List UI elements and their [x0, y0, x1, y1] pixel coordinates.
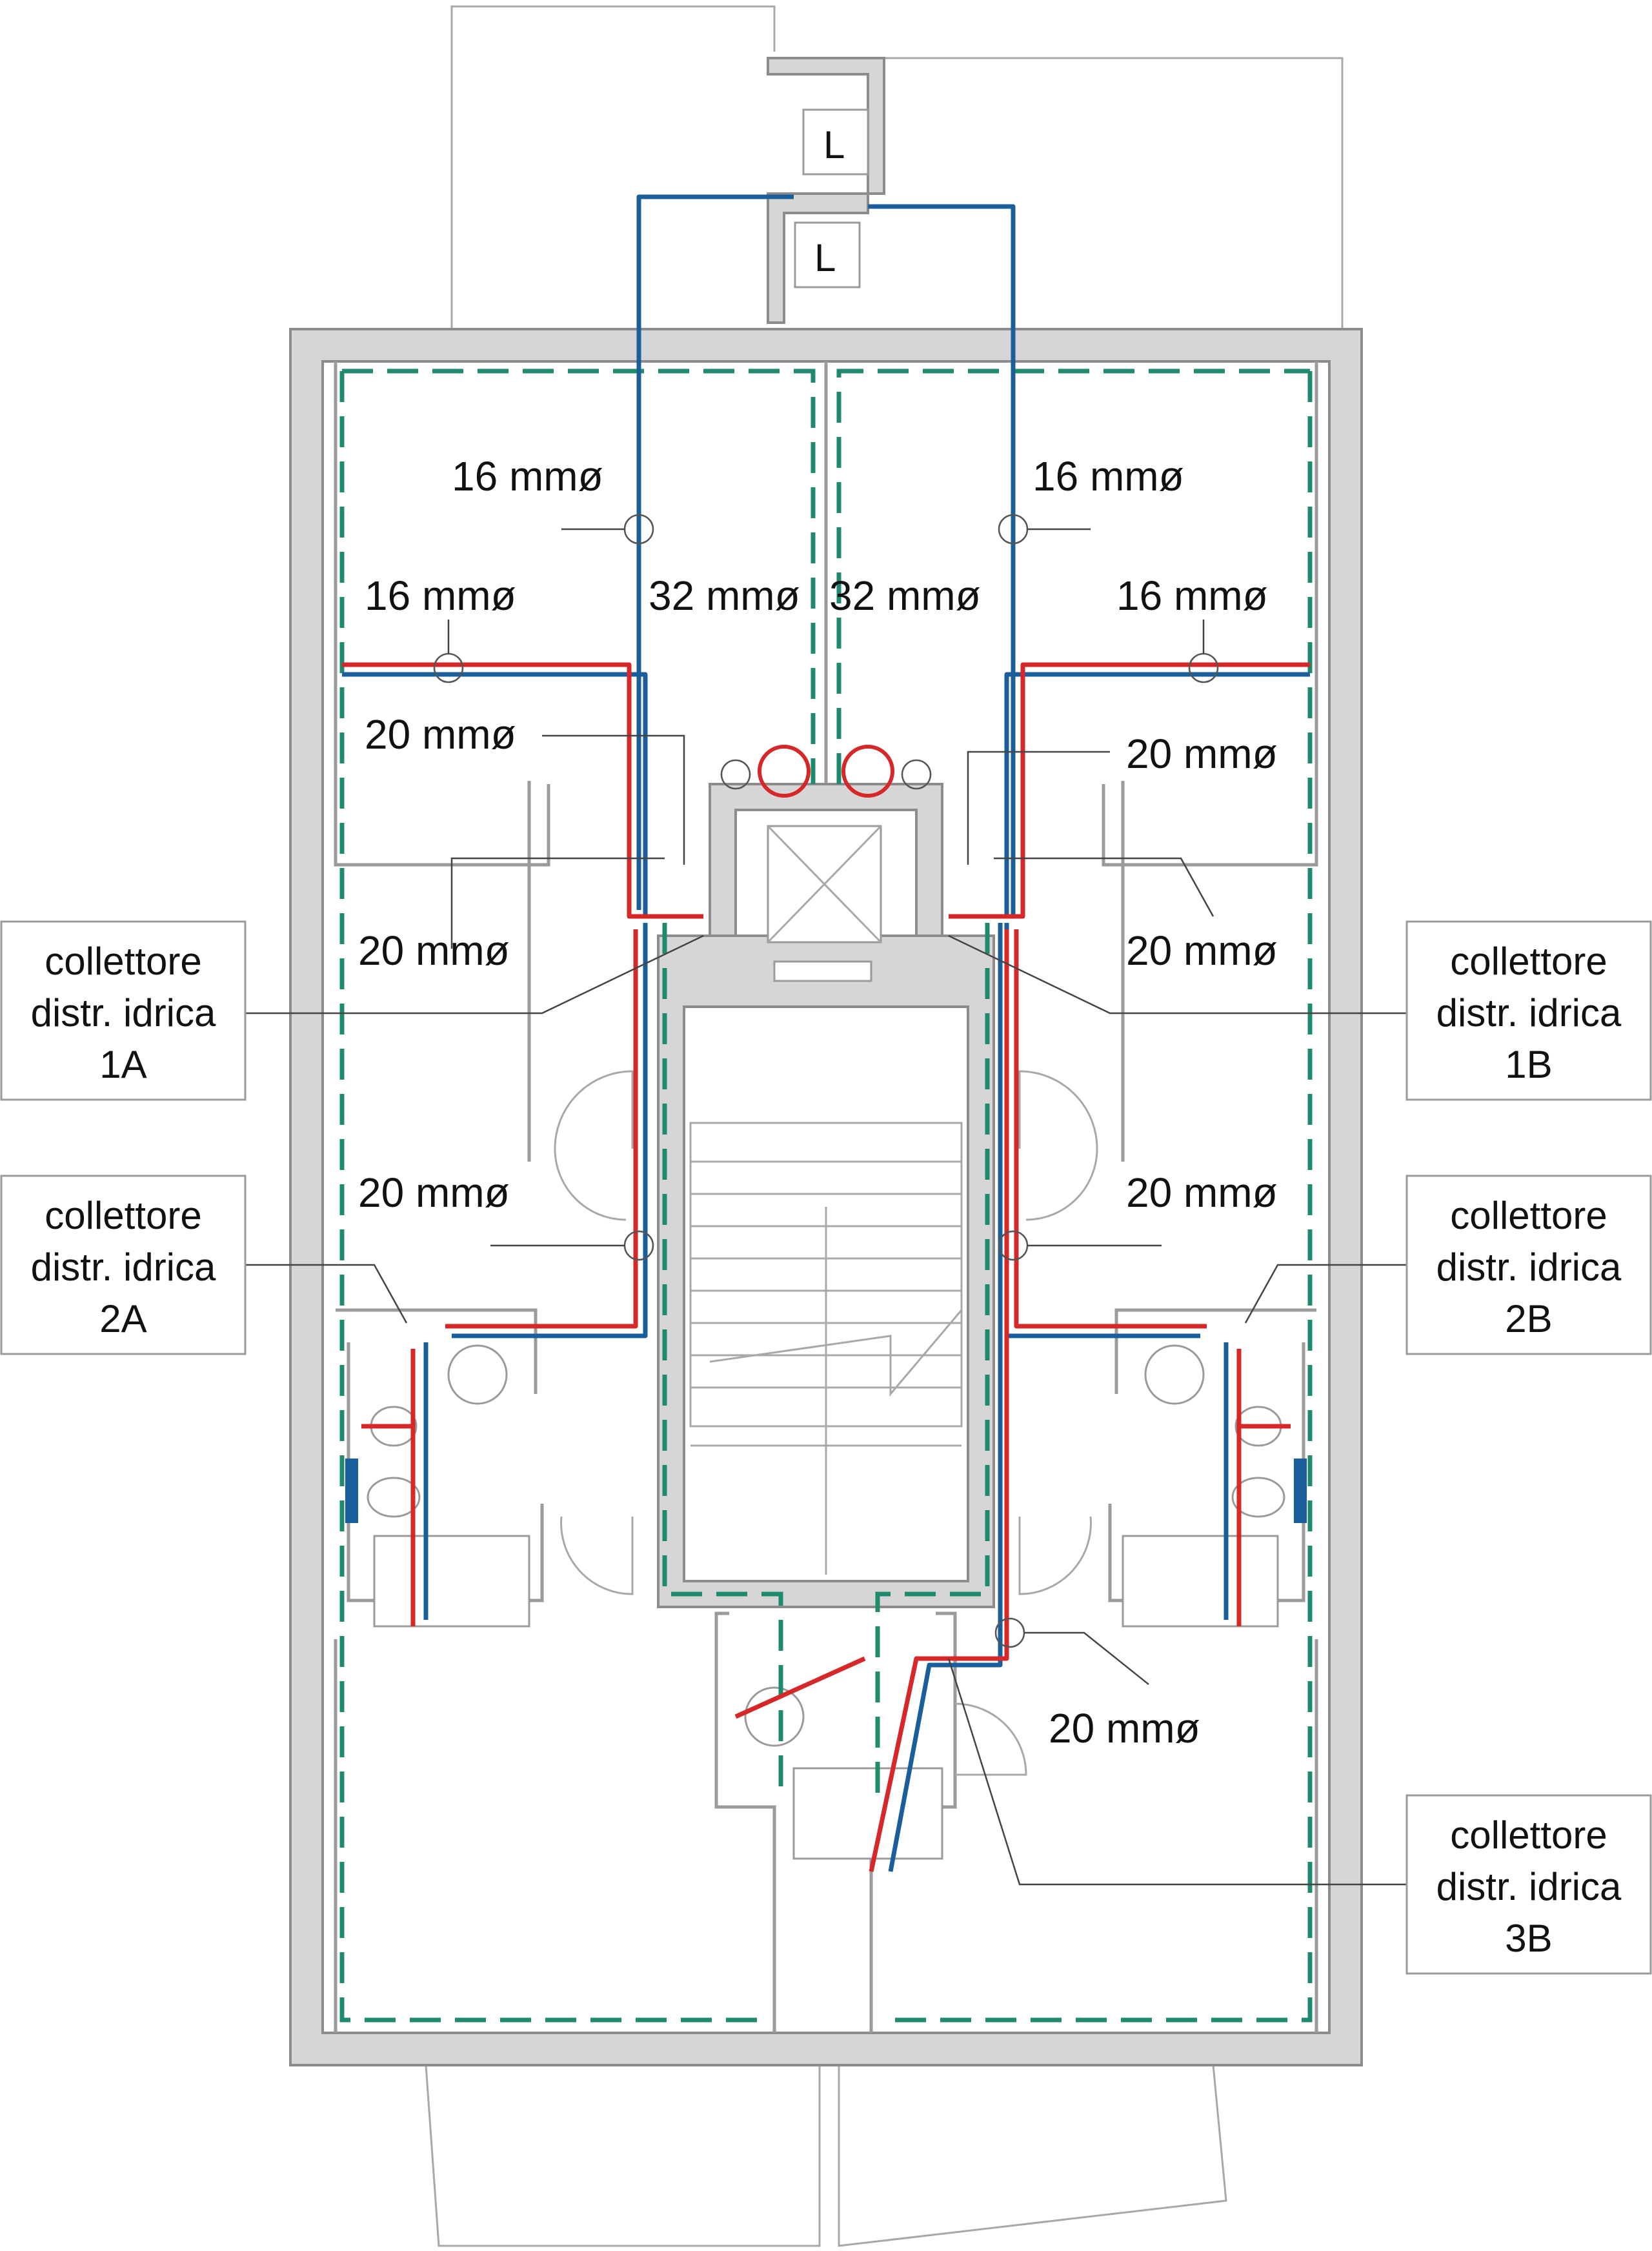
bathtub-east	[1122, 1535, 1279, 1628]
hot-water-pipes	[342, 662, 1310, 1872]
manifold-3b-line2: distr. idrica	[1436, 1865, 1622, 1908]
diameter-markers	[433, 514, 1219, 1685]
shaft-label-lower: L	[814, 236, 836, 279]
label-e-low: 20 mmø	[1126, 1169, 1278, 1216]
balcony-outlines	[425, 5, 1344, 2247]
manifold-2b-line3: 2B	[1505, 1297, 1552, 1340]
shaft-label-upper: L	[823, 123, 845, 167]
manifold-1a-line3: 1A	[99, 1043, 146, 1086]
exterior-walls	[289, 328, 1363, 2066]
manifold-1b-line3: 1B	[1505, 1043, 1552, 1086]
elevator-door	[773, 960, 872, 982]
label-s-center: 20 mmø	[1049, 1705, 1200, 1751]
manifold-1a-line2: distr. idrica	[31, 991, 216, 1035]
manifold-box-3b: collettore distr. idrica 3B	[1405, 1794, 1652, 1975]
label-nw-upper: 16 mmø	[452, 453, 603, 500]
washbasin-south	[744, 1686, 805, 1747]
manifold-2b-line2: distr. idrica	[1436, 1246, 1622, 1289]
manifold-1b-line2: distr. idrica	[1436, 991, 1622, 1035]
bathtub-west	[373, 1535, 530, 1628]
riser-ring-left	[758, 745, 811, 798]
apartment-boundaries	[339, 368, 1313, 2023]
manifold-3b-line3: 3B	[1505, 1917, 1552, 1960]
manifold-1b-line1: collettore	[1450, 940, 1607, 983]
manifold-2b-line1: collettore	[1450, 1194, 1607, 1237]
label-e-riser: 20 mmø	[1126, 731, 1278, 777]
manifold-3b-line1: collettore	[1450, 1813, 1607, 1857]
manifold-2a-line2: distr. idrica	[31, 1246, 216, 1289]
wc-east	[1231, 1477, 1285, 1518]
diameter-labels: 16 mmø 16 mmø 16 mmø 16 mmø 32 mmø 32 mm…	[358, 453, 1278, 1751]
shaft-box-upper	[802, 108, 869, 176]
label-center-right: 32 mmø	[829, 572, 981, 619]
manifold-2a-line1: collettore	[45, 1194, 201, 1237]
wc-west	[367, 1477, 421, 1518]
wc-valve-west	[345, 1459, 358, 1523]
manifold-box-1b: collettore distr. idrica 1B	[1405, 920, 1652, 1101]
shaft-top: L L	[767, 57, 885, 324]
manifold-box-2a: collettore distr. idrica 2A	[0, 1175, 247, 1355]
stair-treads	[689, 1122, 963, 1575]
washbasin-west	[447, 1344, 508, 1405]
riser-ring-right	[841, 745, 894, 798]
manifold-1a-line1: collettore	[45, 940, 201, 983]
label-nw-lower: 16 mmø	[365, 572, 516, 619]
label-w-low: 20 mmø	[358, 1169, 510, 1216]
label-center-left: 32 mmø	[649, 572, 800, 619]
bathroom-fixtures	[367, 1344, 1285, 1860]
bathtub-south	[792, 1767, 943, 1860]
manifold-box-1a: collettore distr. idrica 1A	[0, 920, 247, 1101]
label-ne-upper: 16 mmø	[1032, 453, 1184, 500]
label-w-mid: 20 mmø	[358, 927, 510, 974]
manifold-2a-line3: 2A	[99, 1297, 146, 1340]
door-swings	[554, 1070, 1098, 1776]
stair-core	[657, 783, 995, 1608]
label-e-mid: 20 mmø	[1126, 927, 1278, 974]
wc-valve-east	[1294, 1459, 1307, 1523]
manifold-box-2b: collettore distr. idrica 2B	[1405, 1175, 1652, 1355]
label-ne-lower: 16 mmø	[1116, 572, 1268, 619]
shaft-box-lower	[794, 221, 861, 288]
manifold-leaders	[245, 934, 1407, 1886]
label-w-riser: 20 mmø	[365, 711, 516, 758]
washbasin-east	[1144, 1344, 1205, 1405]
